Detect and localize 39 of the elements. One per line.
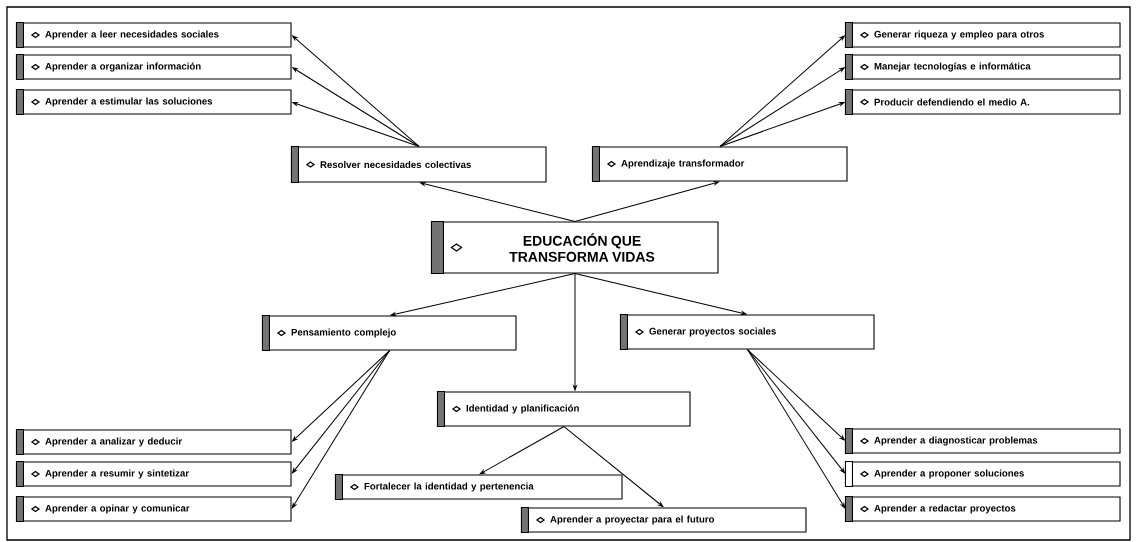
concept-box: Aprender a proponer soluciones (844, 460, 1121, 488)
concept-box: Aprender a analizar y deducir (15, 428, 292, 456)
arrow (574, 273, 747, 316)
concept-box: Aprender a leer necesidades sociales (15, 21, 292, 49)
concept-box: Generar riqueza y empleo para otros (844, 21, 1121, 49)
concept-box: Pensamiento complejo (261, 314, 517, 352)
concept-box: Identidad y planificación (436, 390, 691, 428)
arrow (479, 426, 565, 475)
concept-box: Aprender a resumir y sintetizar (15, 460, 292, 488)
arrow (747, 349, 846, 474)
arrow (291, 350, 390, 509)
concept-box: Aprender a opinar y comunicar (15, 495, 292, 523)
concept-box: Manejar tecnologías e informática (844, 53, 1121, 81)
concept-box: Aprender a diagnosticar problemas (844, 427, 1121, 455)
concept-box: Aprendizaje transformador (591, 145, 848, 183)
concept-box: EDUCACIÓN QUE TRANSFORMA VIDAS (430, 220, 719, 275)
arrow (419, 182, 576, 222)
arrow (573, 273, 577, 391)
concept-box: Fortalecer la identidad y pertenencia (334, 473, 623, 501)
arrow (747, 349, 845, 441)
concept-box: Aprender a estimular las soluciones (15, 88, 292, 116)
arrow (563, 426, 664, 507)
arrow (747, 349, 846, 509)
arrow (292, 350, 390, 474)
arrow (292, 350, 390, 442)
arrow (719, 35, 845, 147)
arrow (292, 35, 420, 147)
concept-box: Aprender a redactar proyectos (844, 495, 1121, 523)
concept-box: Generar proyectos sociales (619, 313, 875, 351)
arrow (390, 273, 576, 317)
concept-box: Resolver necesidades colectivas (290, 145, 547, 184)
arrow (719, 67, 845, 147)
arrow (292, 101, 420, 147)
concept-box: Aprender a proyectar para el futuro (520, 506, 807, 534)
arrow (574, 181, 720, 222)
arrow (719, 102, 845, 147)
concept-box: Producir defendiendo el medio A. (844, 88, 1121, 116)
concept-box: Aprender a organizar información (15, 53, 292, 81)
arrow (292, 67, 420, 147)
